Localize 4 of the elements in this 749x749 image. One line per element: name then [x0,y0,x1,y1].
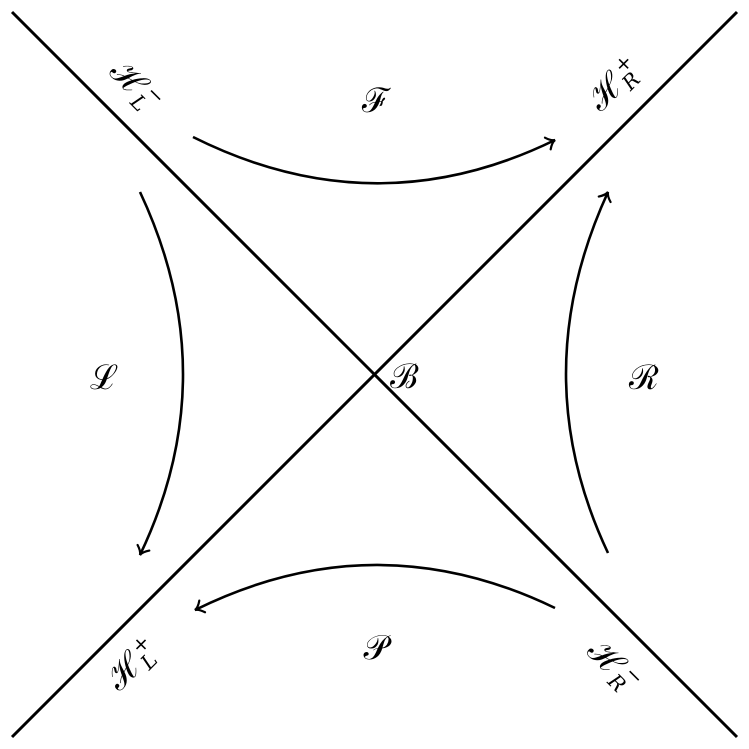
bifurcation-label: ℬ [390,360,418,394]
region-label: ℛ [629,361,659,395]
region-label: ℱ [362,84,390,118]
region-label: ℒ [90,361,118,395]
